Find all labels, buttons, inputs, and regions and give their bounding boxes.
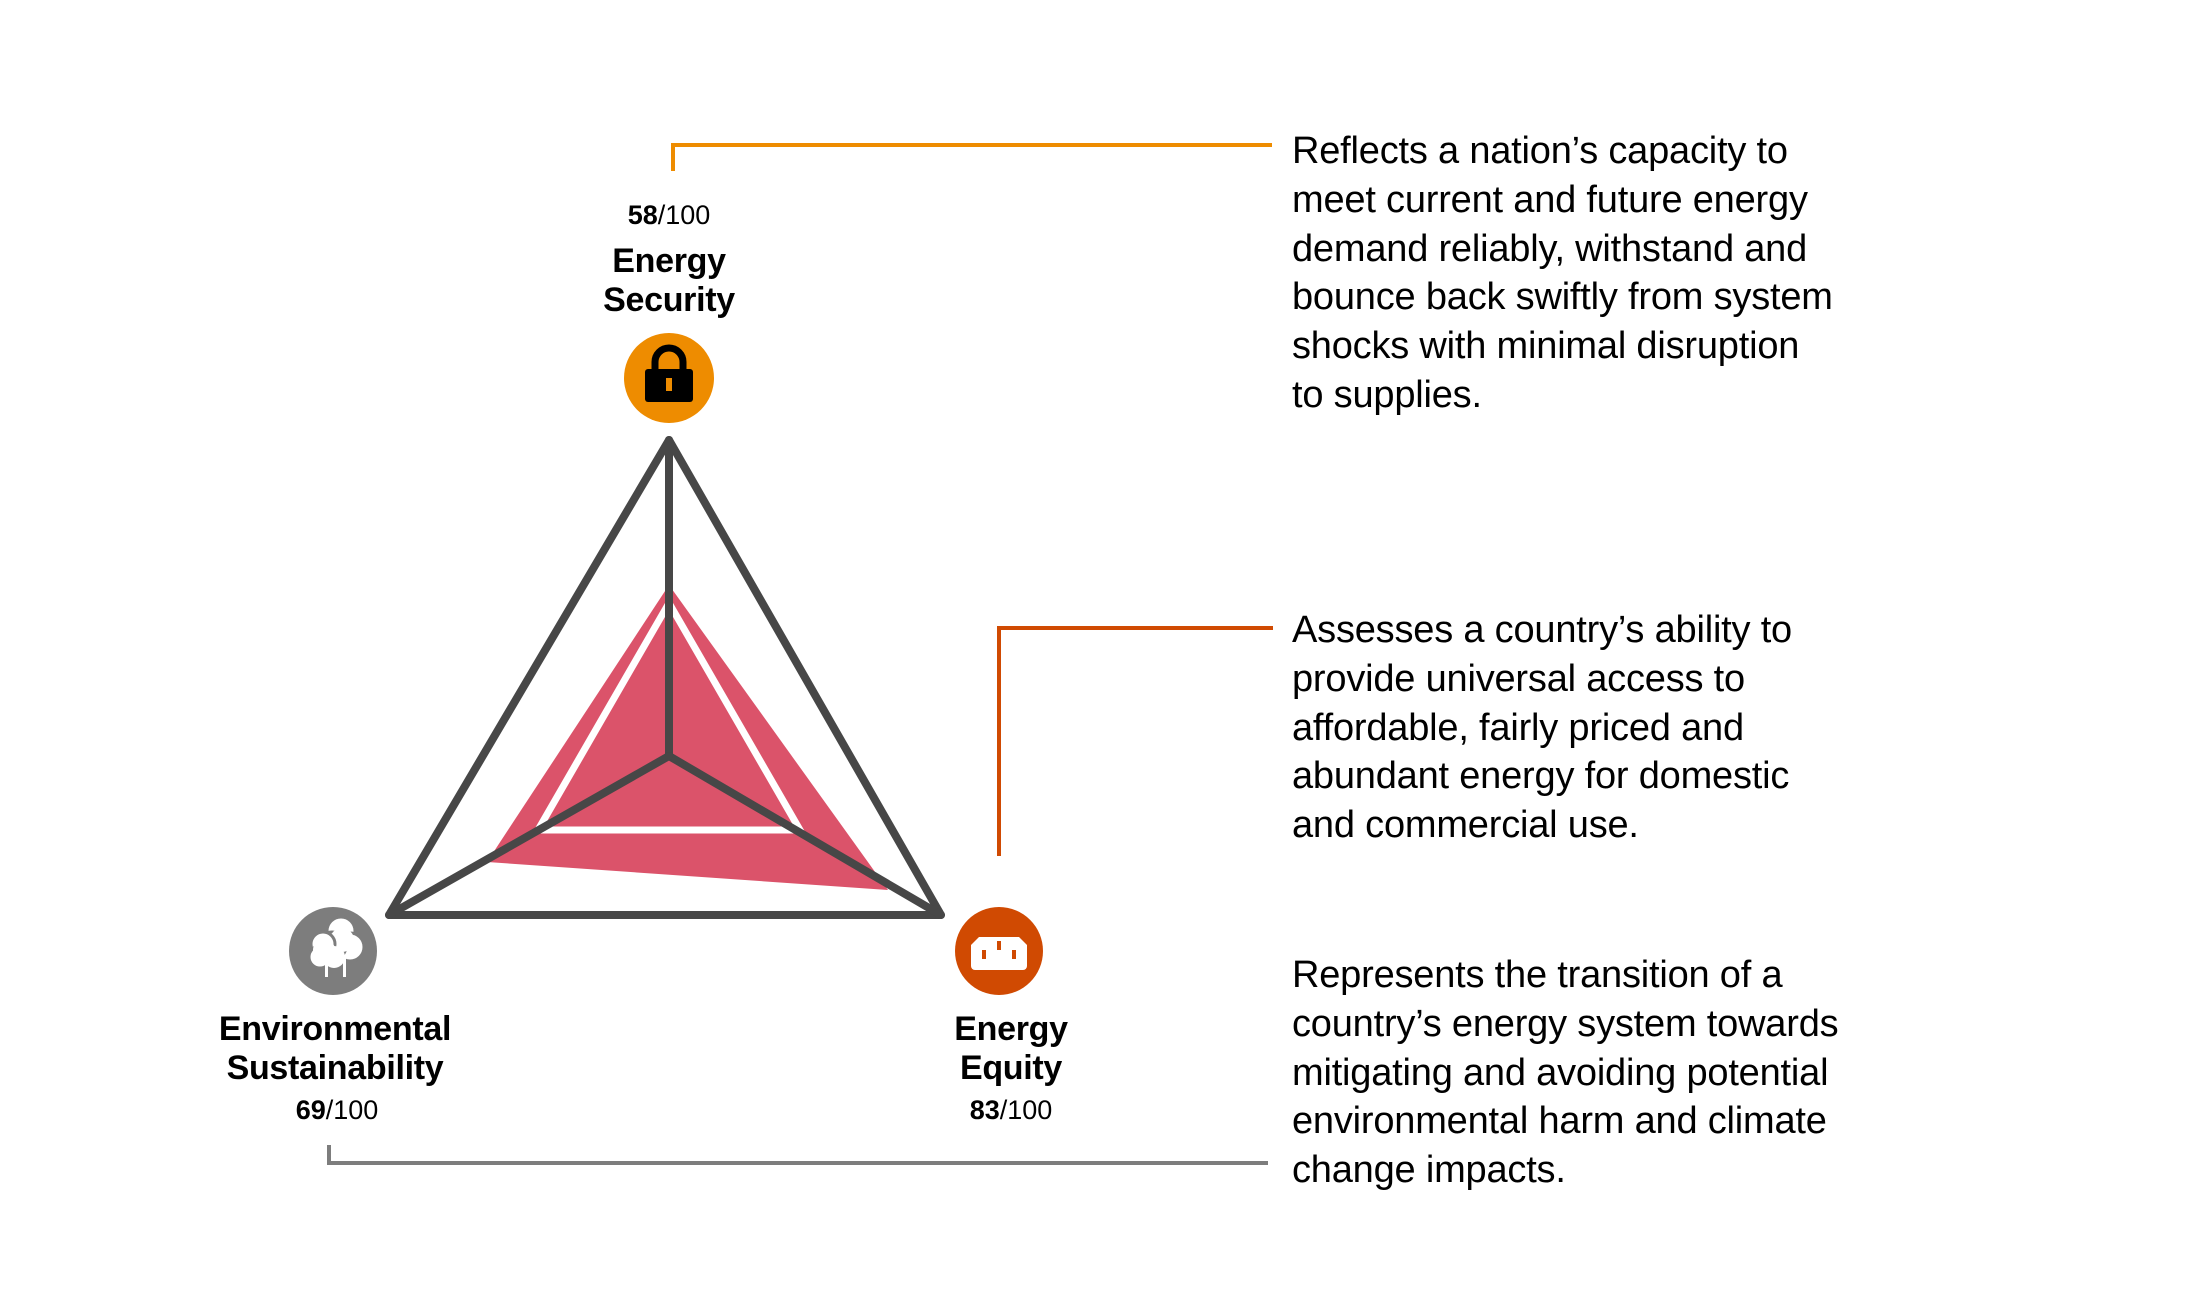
- sustainability-score-suffix: /100: [325, 1095, 379, 1125]
- sustainability-score-value: 69: [295, 1095, 326, 1125]
- equity-score-value: 83: [969, 1095, 1000, 1125]
- reference-triangle: [531, 595, 807, 834]
- sustainability-score: 69/100: [187, 1095, 487, 1125]
- equity-score: 83/100: [861, 1095, 1161, 1125]
- spoke-sustainability: [385, 752, 673, 919]
- trees-icon: [289, 907, 377, 995]
- lock-icon: [624, 333, 714, 423]
- sustainability-description: Represents the transition of a country’s…: [1292, 954, 1839, 1192]
- security-connector-line: [671, 143, 1272, 171]
- spoke-equity: [665, 752, 945, 919]
- equity-description: Assesses a country’s ability to provide …: [1292, 609, 1792, 847]
- security-score-value: 58: [627, 200, 658, 230]
- equity-connector-line: [997, 626, 1273, 856]
- sustainability-connector-line: [327, 1145, 1268, 1165]
- power-plug-icon: [955, 907, 1043, 995]
- security-score-suffix: /100: [657, 200, 711, 230]
- outer-triangle: [385, 436, 945, 919]
- security-description: Reflects a nation’s capacity to meet cur…: [1292, 130, 1833, 416]
- equity-score-suffix: /100: [999, 1095, 1053, 1125]
- equity-title: Energy Equity: [954, 1010, 1068, 1087]
- security-title: Energy Security: [603, 242, 735, 319]
- sustainability-title: Environmental Sustainability: [218, 1010, 452, 1087]
- security-score: 58/100: [519, 200, 819, 230]
